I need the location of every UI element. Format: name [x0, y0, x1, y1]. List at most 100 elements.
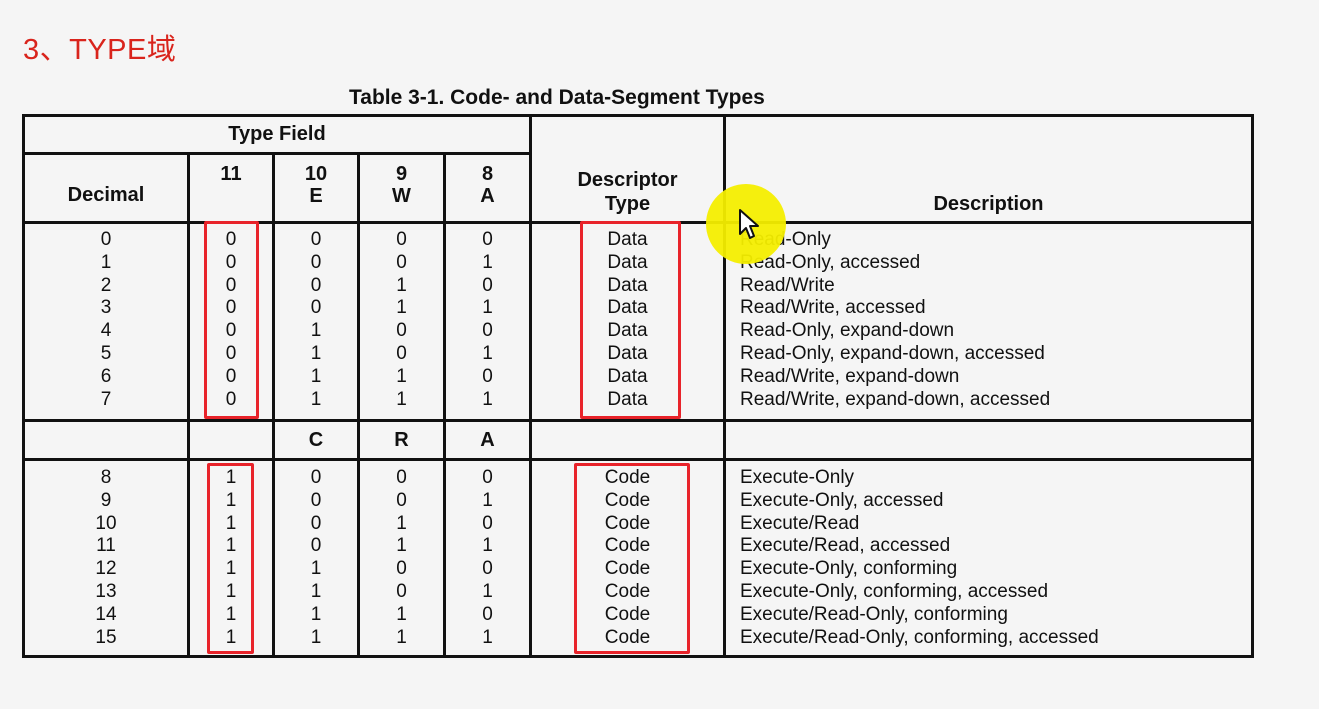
bit11-header: 11 — [220, 163, 242, 185]
cell-b9: 0 — [396, 558, 407, 580]
cell-b9: 1 — [396, 388, 407, 410]
cell-b11: 0 — [225, 251, 237, 273]
cell-b8: 1 — [482, 251, 493, 273]
cell-b8: 0 — [482, 320, 493, 342]
bit10-sub-header: E — [309, 185, 323, 207]
cell-description: Read/Write, expand-down — [740, 365, 960, 387]
cell-b9: 0 — [396, 343, 407, 364]
cell-b9: 0 — [396, 467, 407, 488]
descriptor-type-header-line2: Type — [604, 193, 651, 215]
cell-b8: 1 — [482, 535, 493, 557]
cell-type: Data — [607, 343, 648, 364]
page-heading: 3、TYPE域 — [23, 34, 177, 66]
table-divider — [272, 152, 275, 655]
cell-description: Execute-Only, conforming — [740, 558, 958, 580]
cell-b11: 1 — [225, 626, 237, 648]
move-cursor-icon — [739, 209, 759, 239]
cell-type: Data — [607, 365, 648, 387]
cell-b8: 1 — [482, 297, 493, 319]
cell-b9: 1 — [396, 512, 407, 534]
table-divider — [187, 152, 190, 655]
cell-b8: 0 — [482, 229, 493, 250]
cell-b11: 0 — [225, 343, 237, 364]
cell-dec: 15 — [95, 626, 117, 648]
code-type-highlight-box — [574, 463, 690, 654]
cell-b10: 0 — [310, 251, 322, 273]
cell-b10: 0 — [310, 489, 322, 511]
cell-type: Data — [607, 251, 648, 273]
bit11-code-highlight-box — [207, 463, 254, 654]
bit11-data-highlight-box — [204, 221, 259, 419]
cell-b11: 0 — [225, 229, 237, 250]
cell-b10: 0 — [310, 229, 322, 250]
cell-type: Data — [607, 229, 648, 250]
cell-dec: 8 — [100, 467, 112, 488]
cell-b11: 1 — [225, 467, 237, 488]
cell-b9: 0 — [396, 229, 407, 250]
cell-b11: 1 — [225, 512, 237, 534]
cell-type: Data — [607, 388, 648, 410]
code-r-header: R — [394, 429, 409, 451]
cell-b10: 1 — [310, 603, 322, 625]
table-divider — [443, 152, 446, 655]
table-divider — [25, 458, 1251, 461]
type-field-header: Type Field — [228, 123, 326, 145]
cell-dec: 1 — [100, 251, 112, 273]
bit8-sub-header: A — [480, 185, 495, 207]
cell-b11: 0 — [225, 320, 237, 342]
bit9-header: 9 — [395, 163, 408, 185]
cell-description: Read-Only, expand-down — [740, 320, 955, 342]
cell-dec: 13 — [95, 581, 117, 602]
cell-b9: 1 — [396, 535, 407, 557]
cell-description: Execute-Only, accessed — [740, 489, 944, 511]
cell-b8: 0 — [482, 365, 493, 387]
cell-b9: 1 — [396, 603, 407, 625]
cell-dec: 3 — [100, 297, 112, 319]
cell-description: Execute/Read, accessed — [740, 535, 951, 557]
cell-dec: 6 — [100, 365, 112, 387]
descriptor-type-header: Descriptor — [577, 169, 678, 191]
table-divider — [25, 152, 529, 155]
cell-b8: 1 — [482, 388, 493, 410]
code-c-header: C — [308, 429, 324, 451]
cell-dec: 9 — [100, 489, 112, 511]
cell-b11: 1 — [225, 558, 237, 580]
cell-dec: 0 — [100, 229, 112, 250]
cell-b9: 1 — [396, 297, 407, 319]
cell-b11: 1 — [225, 535, 237, 557]
cell-b8: 1 — [482, 489, 493, 511]
cell-b9: 0 — [396, 581, 407, 602]
cell-b11: 1 — [225, 489, 237, 511]
cell-b8: 0 — [482, 512, 493, 534]
cell-description: Read/Write, expand-down, accessed — [740, 388, 1051, 410]
cell-description: Execute-Only, conforming, accessed — [740, 581, 1049, 602]
cell-type: Code — [604, 626, 651, 648]
cell-type: Data — [607, 297, 648, 319]
cell-b10: 0 — [310, 467, 322, 488]
cell-b10: 1 — [310, 320, 322, 342]
cell-dec: 11 — [96, 535, 116, 557]
code-a-header: A — [480, 429, 495, 451]
description-header: Description — [933, 193, 1044, 215]
decimal-header: Decimal — [67, 184, 145, 206]
cell-dec: 2 — [100, 274, 112, 296]
cell-b8: 1 — [482, 581, 493, 602]
cell-dec: 5 — [100, 343, 112, 364]
cell-description: Execute/Read — [740, 512, 860, 534]
cell-b10: 1 — [310, 558, 322, 580]
cell-description: Execute/Read-Only, conforming, accessed — [740, 626, 1099, 648]
cell-dec: 7 — [100, 388, 112, 410]
cell-b10: 1 — [310, 626, 322, 648]
bit9-sub-header: W — [392, 185, 411, 207]
cell-type: Code — [604, 489, 651, 511]
cell-b8: 1 — [482, 626, 493, 648]
cell-b9: 0 — [396, 320, 407, 342]
cell-type: Data — [607, 320, 648, 342]
cell-description: Read/Write — [740, 274, 835, 296]
cell-description: Execute/Read-Only, conforming — [740, 603, 1008, 625]
cell-type: Data — [607, 274, 648, 296]
cell-description: Read/Write, accessed — [740, 297, 926, 319]
cell-b9: 0 — [396, 251, 407, 273]
table-divider — [723, 117, 726, 655]
cell-dec: 12 — [95, 558, 117, 580]
